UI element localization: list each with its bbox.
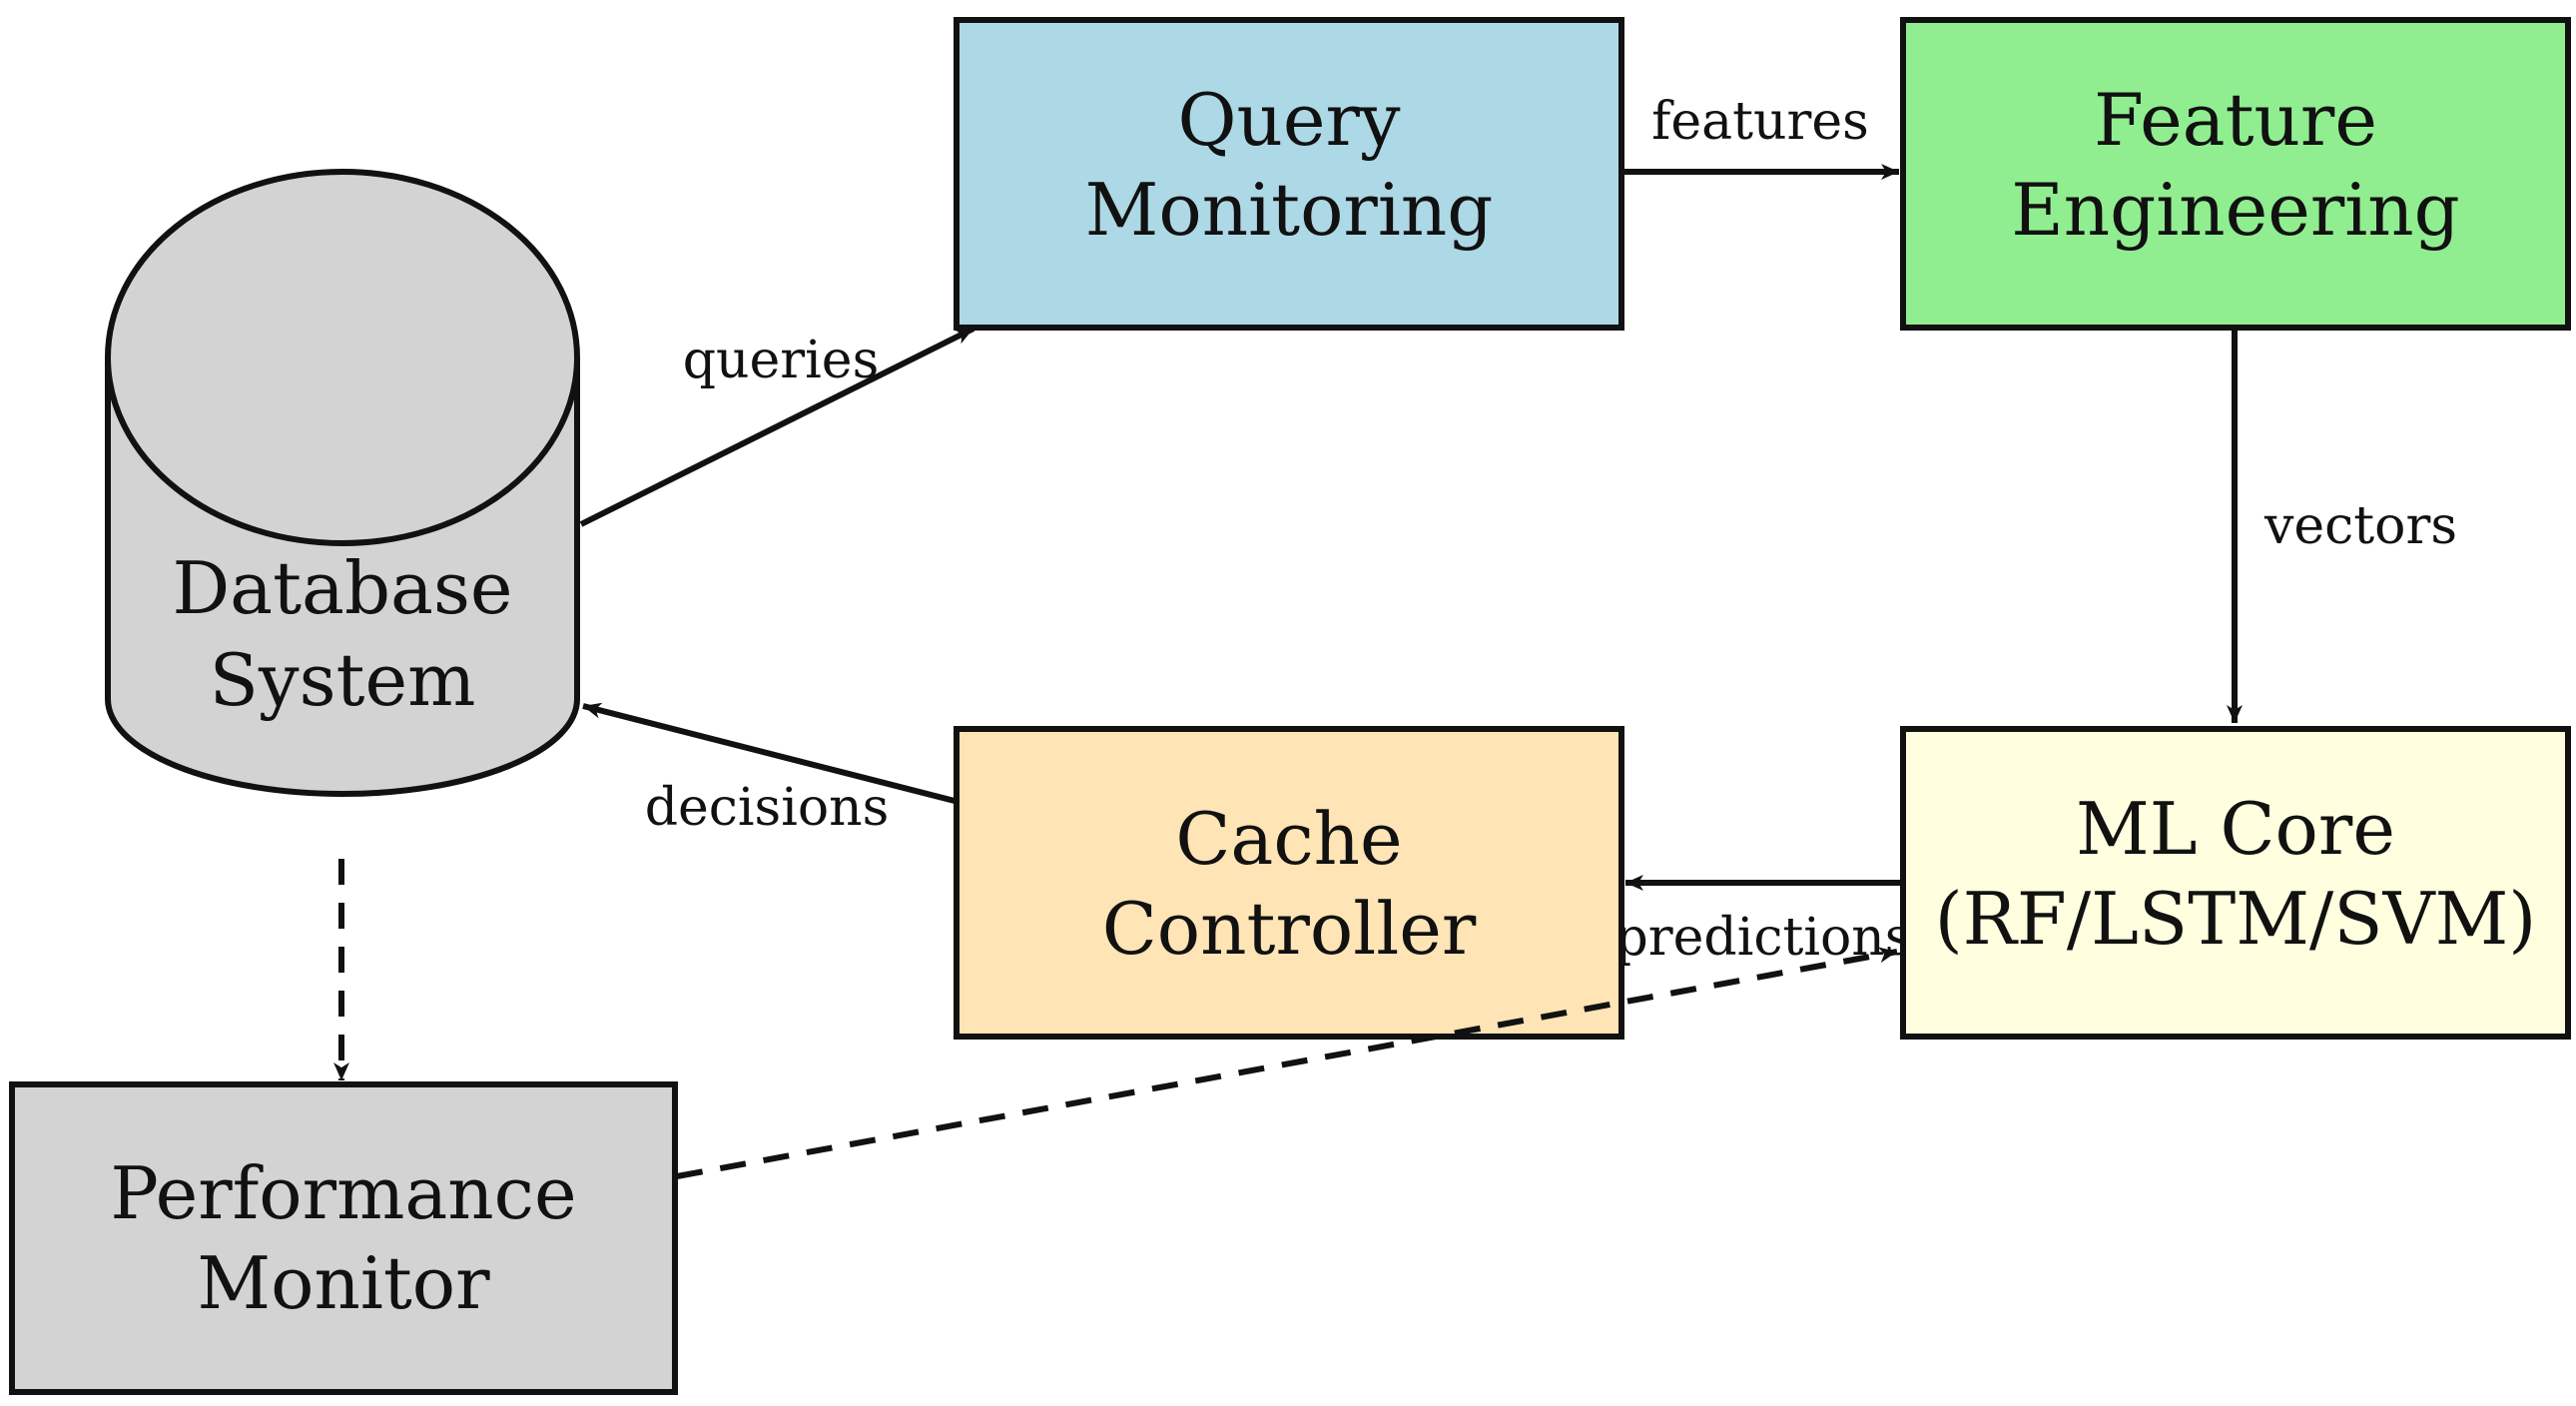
features-label: features (1651, 92, 1869, 152)
feature-engineering-label-line-2: Engineering (2011, 168, 2460, 252)
cache-controller-box (954, 726, 1624, 1040)
cache-controller-label-line-1: Cache (1175, 797, 1402, 881)
database-label-line-2: System (210, 638, 476, 722)
queries-label: queries (683, 331, 880, 390)
performance-monitor-box (9, 1081, 678, 1395)
node-performance-monitor: Performance Monitor (9, 1081, 678, 1395)
node-feature-engineering: Feature Engineering (1900, 17, 2571, 331)
performance-monitor-label-line-1: Performance (110, 1151, 576, 1235)
performance-monitor-label-line-2: Monitor (197, 1241, 490, 1325)
ml-core-box (1900, 726, 2571, 1040)
query-monitoring-label-line-1: Query (1177, 78, 1400, 162)
query-monitoring-box (954, 17, 1624, 331)
performance-to-ml-core-dashed-arrow (676, 947, 1898, 1179)
edge-decisions: decisions (582, 702, 956, 838)
queries-arrow (579, 326, 975, 527)
database-cylinder-top (105, 169, 580, 546)
feature-engineering-label-line-1: Feature (2094, 78, 2377, 162)
node-ml-core: ML Core (RF/LSTM/SVM) (1900, 726, 2571, 1040)
edge-performance-to-ml-core (676, 947, 1898, 1179)
ml-core-label-line-2: (RF/LSTM/SVM) (1935, 877, 2537, 961)
database-label-line-1: Database (172, 546, 512, 630)
edge-queries: queries (579, 326, 975, 527)
query-monitoring-label-line-2: Monitoring (1085, 168, 1494, 252)
node-database-system: Database System (105, 169, 580, 797)
node-query-monitoring: Query Monitoring (954, 17, 1624, 331)
vectors-label: vectors (2263, 496, 2457, 556)
decisions-arrow (582, 702, 956, 804)
cache-controller-label-line-2: Controller (1102, 887, 1477, 971)
edge-features: features (1621, 92, 1899, 180)
edge-vectors: vectors (2227, 330, 2457, 723)
decisions-label: decisions (645, 778, 890, 838)
node-cache-controller: Cache Controller (954, 726, 1624, 1040)
ml-core-label-line-1: ML Core (2076, 787, 2395, 871)
feature-engineering-box (1900, 17, 2571, 331)
